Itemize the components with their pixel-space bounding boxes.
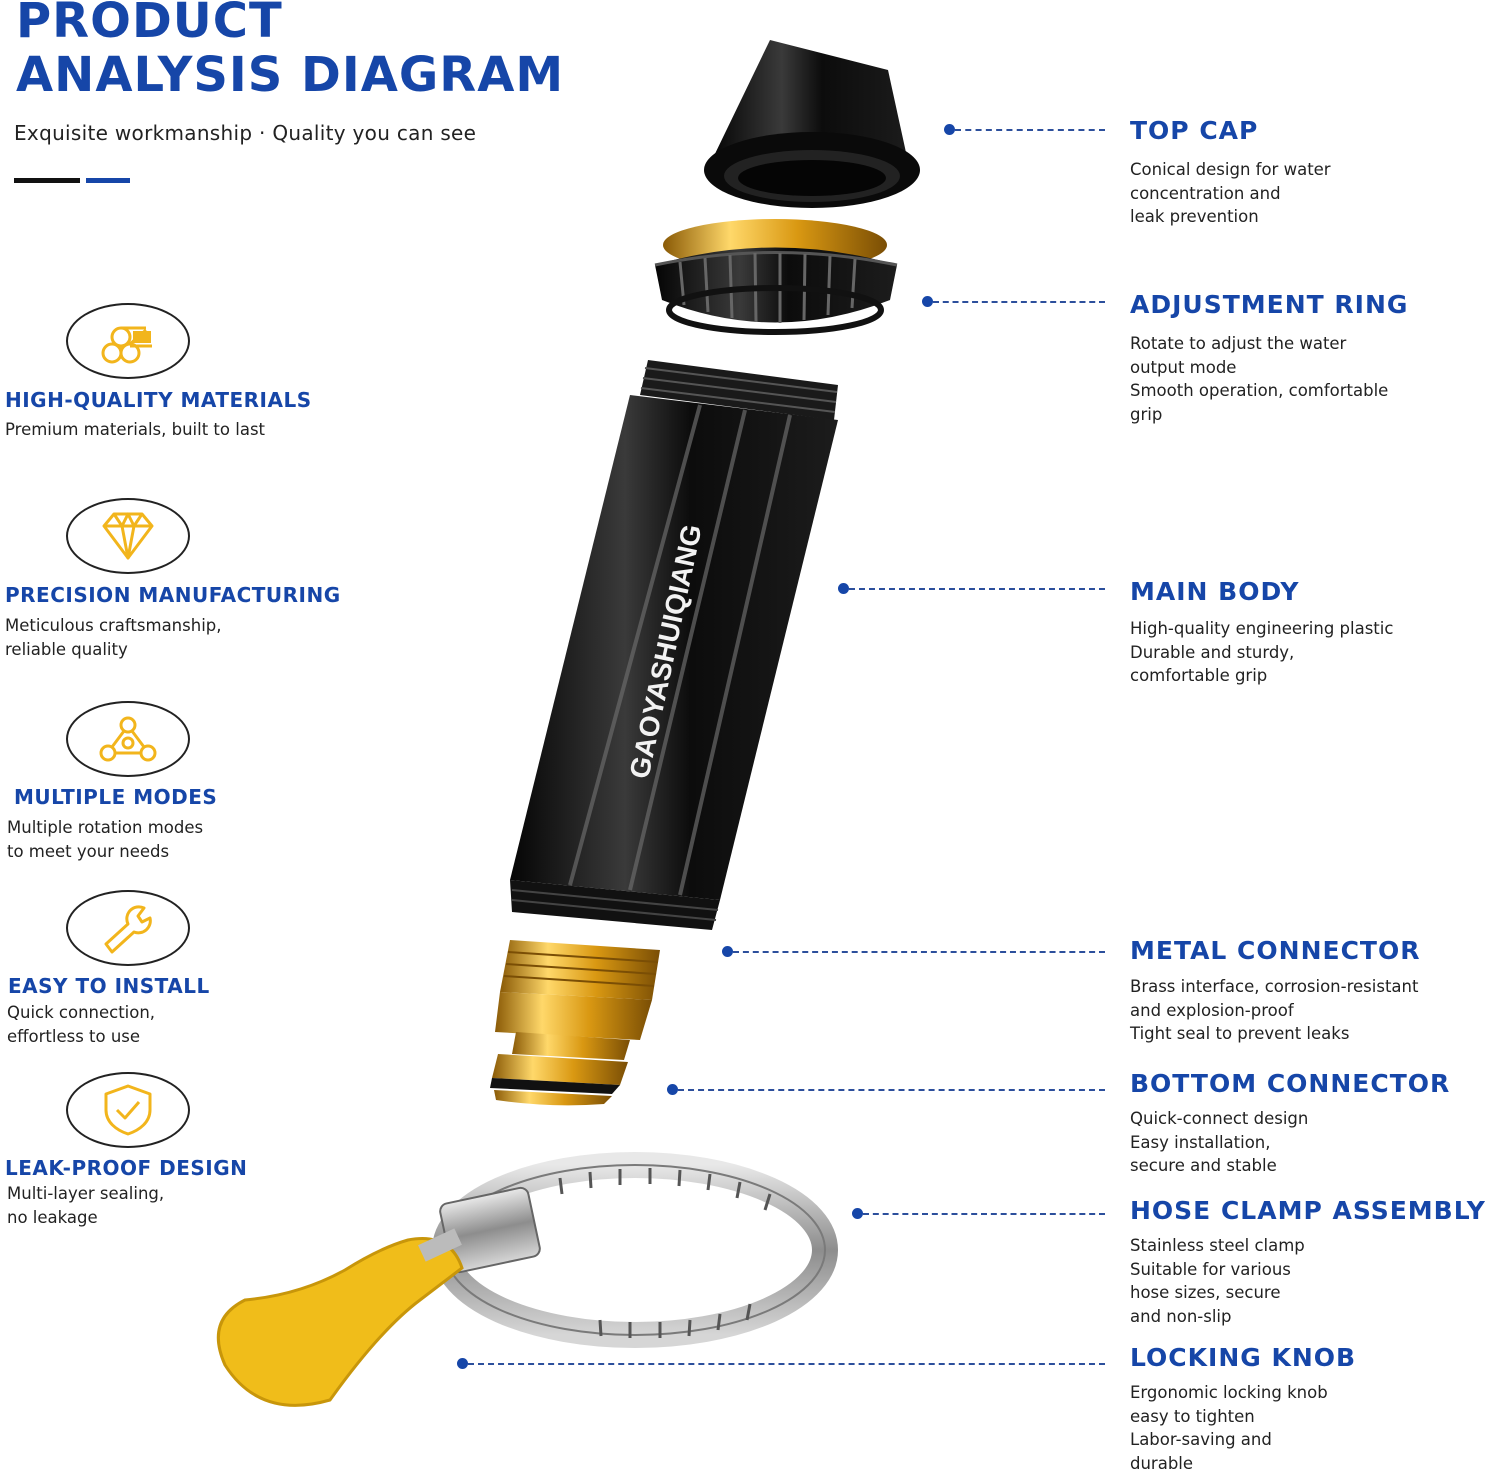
- main-body: GAOYASHUIQIANG: [510, 360, 838, 930]
- leader-line-metal-connector: [733, 951, 1105, 953]
- page-title: PRODUCT ANALYSIS DIAGRAM: [16, 0, 564, 102]
- cylinders-icon: [66, 303, 190, 379]
- leader-dot-adjustment-ring: [922, 296, 933, 307]
- nodes-icon: [66, 701, 190, 777]
- part-desc-locking-knob: Ergonomic locking knob easy to tighten L…: [1130, 1383, 1328, 1473]
- part-desc-bottom-connector: Quick-connect design Easy installation, …: [1130, 1109, 1309, 1176]
- feature-title-materials: HIGH-QUALITY MATERIALS: [5, 388, 312, 412]
- shield-check-icon: [66, 1072, 190, 1148]
- feature-title-modes: MULTIPLE MODES: [14, 785, 218, 809]
- leader-dot-top-cap: [944, 124, 955, 135]
- leader-line-hose-clamp: [863, 1213, 1105, 1215]
- feature-desc-leakproof: Multi-layer sealing, no leakage: [7, 1184, 165, 1227]
- top-cap: [704, 40, 920, 208]
- part-title-hose-clamp: HOSE CLAMP ASSEMBLY: [1130, 1196, 1486, 1225]
- metal-connector: [495, 940, 660, 1060]
- part-desc-metal-connector: Brass interface, corrosion-resistant and…: [1130, 977, 1419, 1044]
- part-desc-top-cap: Conical design for water concentration a…: [1130, 160, 1331, 227]
- part-desc-adjustment-ring: Rotate to adjust the water output mode S…: [1130, 334, 1389, 424]
- feature-desc-modes: Multiple rotation modes to meet your nee…: [7, 818, 204, 861]
- locking-knob: [216, 1228, 464, 1407]
- feature-desc-install: Quick connection, effortless to use: [7, 1003, 156, 1046]
- hose-clamp: [432, 1152, 838, 1348]
- page-title-line2: ANALYSIS DIAGRAM: [16, 47, 565, 103]
- bottom-connector: [490, 1054, 628, 1106]
- leader-dot-bottom-connector: [667, 1084, 678, 1095]
- part-title-bottom-connector: BOTTOM CONNECTOR: [1130, 1069, 1451, 1098]
- page-subtitle: Exquisite workmanship · Quality you can …: [14, 121, 477, 145]
- part-title-main-body: MAIN BODY: [1130, 577, 1300, 606]
- leader-dot-metal-connector: [722, 946, 733, 957]
- leader-line-top-cap: [955, 129, 1105, 131]
- wrench-icon: [66, 890, 190, 966]
- leader-line-adjustment-ring: [933, 301, 1105, 303]
- page-title-line1: PRODUCT: [16, 0, 283, 49]
- leader-line-bottom-connector: [678, 1089, 1105, 1091]
- product-illustration: GAOYASHUIQIANG: [216, 40, 920, 1407]
- feature-title-precision: PRECISION MANUFACTURING: [5, 583, 341, 607]
- leader-line-locking-knob: [468, 1363, 1105, 1365]
- divider-black: [14, 178, 80, 183]
- leader-dot-main-body: [838, 583, 849, 594]
- part-title-locking-knob: LOCKING KNOB: [1130, 1343, 1357, 1372]
- part-title-metal-connector: METAL CONNECTOR: [1130, 936, 1421, 965]
- leader-dot-hose-clamp: [852, 1208, 863, 1219]
- part-desc-main-body: High-quality engineering plastic Durable…: [1130, 619, 1394, 686]
- leader-dot-locking-knob: [457, 1358, 468, 1369]
- adjustment-ring: [654, 219, 898, 335]
- part-title-adjustment-ring: ADJUSTMENT RING: [1130, 290, 1409, 319]
- diamond-icon: [66, 498, 190, 574]
- feature-desc-materials: Premium materials, built to last: [5, 420, 266, 439]
- divider-blue: [86, 178, 130, 183]
- leader-line-main-body: [849, 588, 1105, 590]
- part-title-top-cap: TOP CAP: [1130, 116, 1259, 145]
- feature-title-install: EASY TO INSTALL: [8, 974, 210, 998]
- feature-desc-precision: Meticulous craftsmanship, reliable quali…: [5, 616, 222, 659]
- part-desc-hose-clamp: Stainless steel clamp Suitable for vario…: [1130, 1236, 1305, 1326]
- feature-title-leakproof: LEAK-PROOF DESIGN: [5, 1156, 248, 1180]
